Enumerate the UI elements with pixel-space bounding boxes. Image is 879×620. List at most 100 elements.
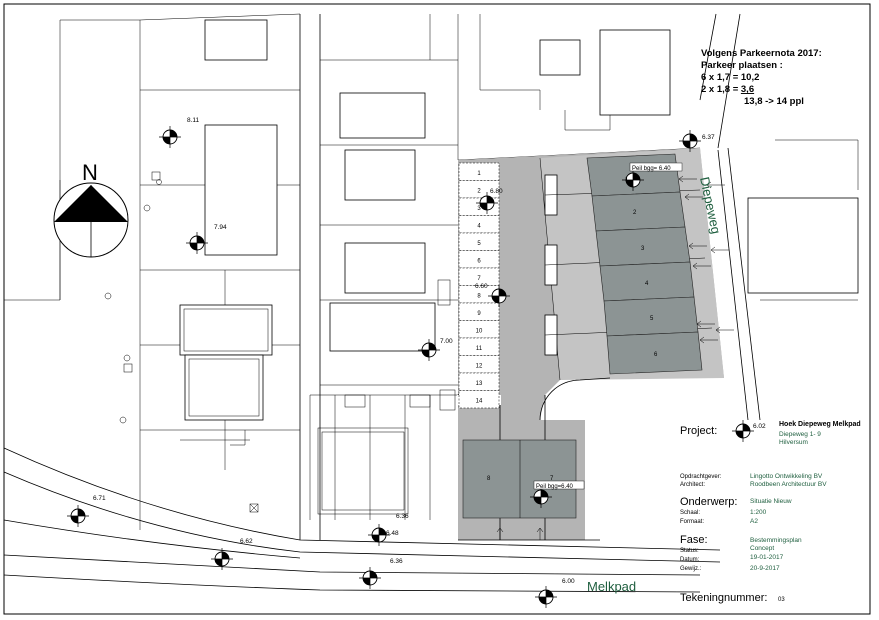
house-number: 8 [487, 476, 491, 482]
house-number: 7 [550, 476, 554, 482]
house-number: 4 [645, 281, 649, 287]
parking-slot-number: 14 [476, 399, 483, 405]
level-marker-icon [488, 285, 510, 307]
access-arrow [678, 175, 697, 183]
north-arrow: N [53, 160, 129, 258]
parking-slot-number: 7 [477, 276, 481, 282]
revised-value: 20-9-2017 [750, 565, 780, 572]
scale-label: Schaal: [680, 510, 700, 516]
date-value: 19-01-2017 [750, 554, 784, 561]
level-marker-icon [476, 192, 498, 214]
access-arrow [496, 527, 504, 540]
peil-label: Peil bgg= 6.40 [632, 166, 671, 172]
parking-slot-number: 12 [476, 364, 483, 370]
level-marker-icon [186, 232, 208, 254]
street-name-melkpad: Melkpad [587, 579, 636, 594]
parking-note: Volgens Parkeernota 2017: Parkeer plaats… [701, 48, 822, 107]
access-arrow [688, 242, 707, 250]
level-markers [67, 126, 754, 608]
scale-value: 1:200 [750, 509, 767, 516]
architect-label: Architect: [680, 482, 705, 488]
level-label: 6.02 [753, 423, 766, 430]
level-marker-icon [732, 420, 754, 442]
level-label: 6.48 [386, 530, 399, 537]
level-marker-icon [159, 126, 181, 148]
status-value: Concept [750, 545, 774, 552]
architect-value: Roodbeen Architectuur BV [750, 481, 827, 488]
house-number: 3 [641, 246, 645, 252]
middle-plots [299, 14, 458, 540]
level-marker-icon [368, 524, 390, 546]
drawing-number-value: 03 [778, 597, 785, 603]
house-number: 5 [650, 316, 654, 322]
drawing-border [3, 3, 871, 615]
project-address: Diepeweg 1- 9 [779, 431, 821, 438]
level-label: 6.62 [240, 538, 253, 545]
level-label: 6.71 [93, 495, 106, 502]
parking-slot-number: 5 [477, 241, 481, 247]
level-label: 6.60 [475, 283, 488, 290]
parking-note-line: 2 x 1,8 = 3,6 [701, 84, 754, 95]
level-marker-icon [67, 505, 89, 527]
south-house [462, 439, 577, 519]
level-marker-icon [679, 130, 701, 152]
format-label: Formaat: [680, 519, 704, 525]
parking-slot-number: 3 [477, 206, 481, 212]
status-label: Status: [680, 548, 699, 554]
level-label: 6.37 [702, 134, 715, 141]
level-label: 7.94 [214, 224, 227, 231]
level-label: 7.00 [440, 338, 453, 345]
level-label: 6.00 [562, 578, 575, 585]
phase-value: Bestemmingsplan [750, 537, 802, 544]
client-label: Opdrachtgever: [680, 474, 722, 480]
level-marker-icon [418, 339, 440, 361]
neighbouring-plots [4, 13, 301, 530]
parking-slot-number: 10 [476, 329, 483, 335]
peil-label: Peil bgg=6.40 [536, 484, 574, 490]
parking-note-line: Parkeer plaatsen : [701, 60, 783, 71]
drawing-number-label: Tekeningnummer: [680, 592, 767, 604]
level-labels: 8.11 7.94 6.80 6.60 7.00 6.37 6.02 6.71 … [93, 117, 766, 585]
parking-slot [458, 390, 500, 409]
parking-slot-number: 1 [477, 171, 481, 177]
access-arrow [684, 193, 703, 201]
level-label: 6.36 [396, 513, 409, 520]
access-arrow [710, 246, 729, 254]
house-number: 2 [633, 210, 637, 216]
level-marker-icon [359, 567, 381, 589]
access-arrow [715, 326, 734, 334]
title-block: Project: Hoek Diepeweg Melkpad Diepeweg … [680, 421, 861, 604]
parking-slot-number: 13 [476, 381, 483, 387]
house-number: 1 [625, 177, 629, 183]
parking-slot-number: 9 [477, 311, 481, 317]
house-number: 6 [654, 352, 658, 358]
north-label: N [82, 160, 98, 185]
access-arrow [706, 181, 725, 189]
access-arrow [692, 262, 711, 270]
phase-label: Fase: [680, 534, 708, 546]
level-label: 8.11 [187, 117, 200, 124]
top-plots [457, 13, 741, 161]
format-value: A2 [750, 518, 758, 525]
parking-slot-number: 6 [477, 259, 481, 265]
date-label: Datum: [680, 557, 700, 563]
parking-note-line: Volgens Parkeernota 2017: [701, 48, 822, 59]
parking-note-line: 13,8 -> 14 ppl [744, 96, 804, 107]
level-marker-icon [622, 169, 644, 191]
level-marker-icon [530, 486, 552, 508]
access-arrow [699, 336, 718, 344]
revised-label: Gewijz.: [680, 566, 702, 572]
level-marker-icon [535, 586, 557, 608]
subject-value: Situatie Nieuw [750, 498, 792, 505]
house-numbers: 1 2 3 4 5 6 8 7 [487, 177, 658, 482]
parking-note-line: 6 x 1,7 = 10,2 [701, 72, 759, 83]
roads [3, 447, 721, 593]
project-city: Hilversum [779, 439, 808, 446]
client-value: Lingotto Ontwikkeling BV [750, 473, 823, 480]
parking-slot-number: 11 [476, 346, 483, 352]
project-title: Hoek Diepeweg Melkpad [779, 421, 861, 428]
access-arrow [536, 527, 544, 540]
